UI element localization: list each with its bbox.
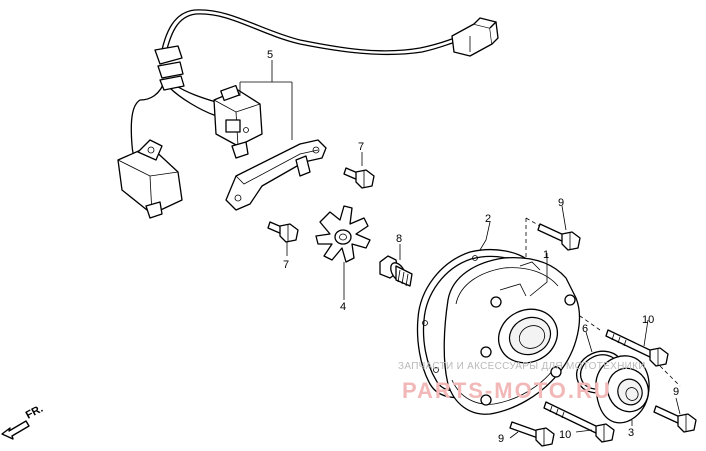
callout-10-lower: 10 <box>559 429 571 441</box>
alignment-lines <box>525 217 681 387</box>
harness-clip <box>154 45 185 91</box>
callout-2: 2 <box>485 213 491 225</box>
bolt-9-top <box>537 223 581 251</box>
callout-8: 8 <box>396 233 402 245</box>
pickup-coil <box>117 139 183 219</box>
callout-9-top: 9 <box>558 197 564 209</box>
callout-5: 5 <box>267 49 273 61</box>
callout-4: 4 <box>340 301 346 313</box>
bolt-10-upper <box>605 329 669 367</box>
bolt-9-right <box>653 405 697 433</box>
bolt-10-lower <box>543 401 615 443</box>
pulse-cover <box>443 256 581 415</box>
callout-1: 1 <box>543 249 549 261</box>
reluctor-rotor <box>315 205 371 263</box>
front-direction-indicator: FR. <box>1 403 45 440</box>
watermark-subtitle: ЗАПЧАСТИ И АКСЕССУАРЫ ДЛЯ МОТОТЕХНИКИ <box>398 361 646 372</box>
watermark: ЗАПЧАСТИ И АКСЕССУАРЫ ДЛЯ МОТОТЕХНИКИ PA… <box>398 361 646 403</box>
bolt-7-lower <box>267 221 299 243</box>
bolt-8 <box>379 255 413 287</box>
callout-7-upper: 7 <box>358 141 364 153</box>
callout-9-bottom: 9 <box>498 433 504 445</box>
callout-6: 6 <box>582 323 588 335</box>
oil-seal-cap <box>595 355 650 424</box>
watermark-brand: PARTS-MOTO.RU <box>402 378 612 403</box>
front-arrow-icon <box>1 420 30 440</box>
bolt-9-bottom <box>509 421 555 447</box>
callout-10-upper: 10 <box>642 314 654 326</box>
pulse-bracket <box>225 139 327 211</box>
callout-7-lower: 7 <box>283 259 289 271</box>
callout-9-right: 9 <box>673 386 679 398</box>
bolt-7-upper <box>343 167 375 189</box>
harness-connector <box>451 17 499 57</box>
callout-labels: 5 7 7 4 8 2 1 9 6 10 9 3 10 9 <box>267 49 679 445</box>
front-direction-label: FR. <box>24 403 45 422</box>
leader-lines <box>239 60 681 439</box>
pulse-generator <box>213 84 263 159</box>
callout-3: 3 <box>628 427 634 439</box>
